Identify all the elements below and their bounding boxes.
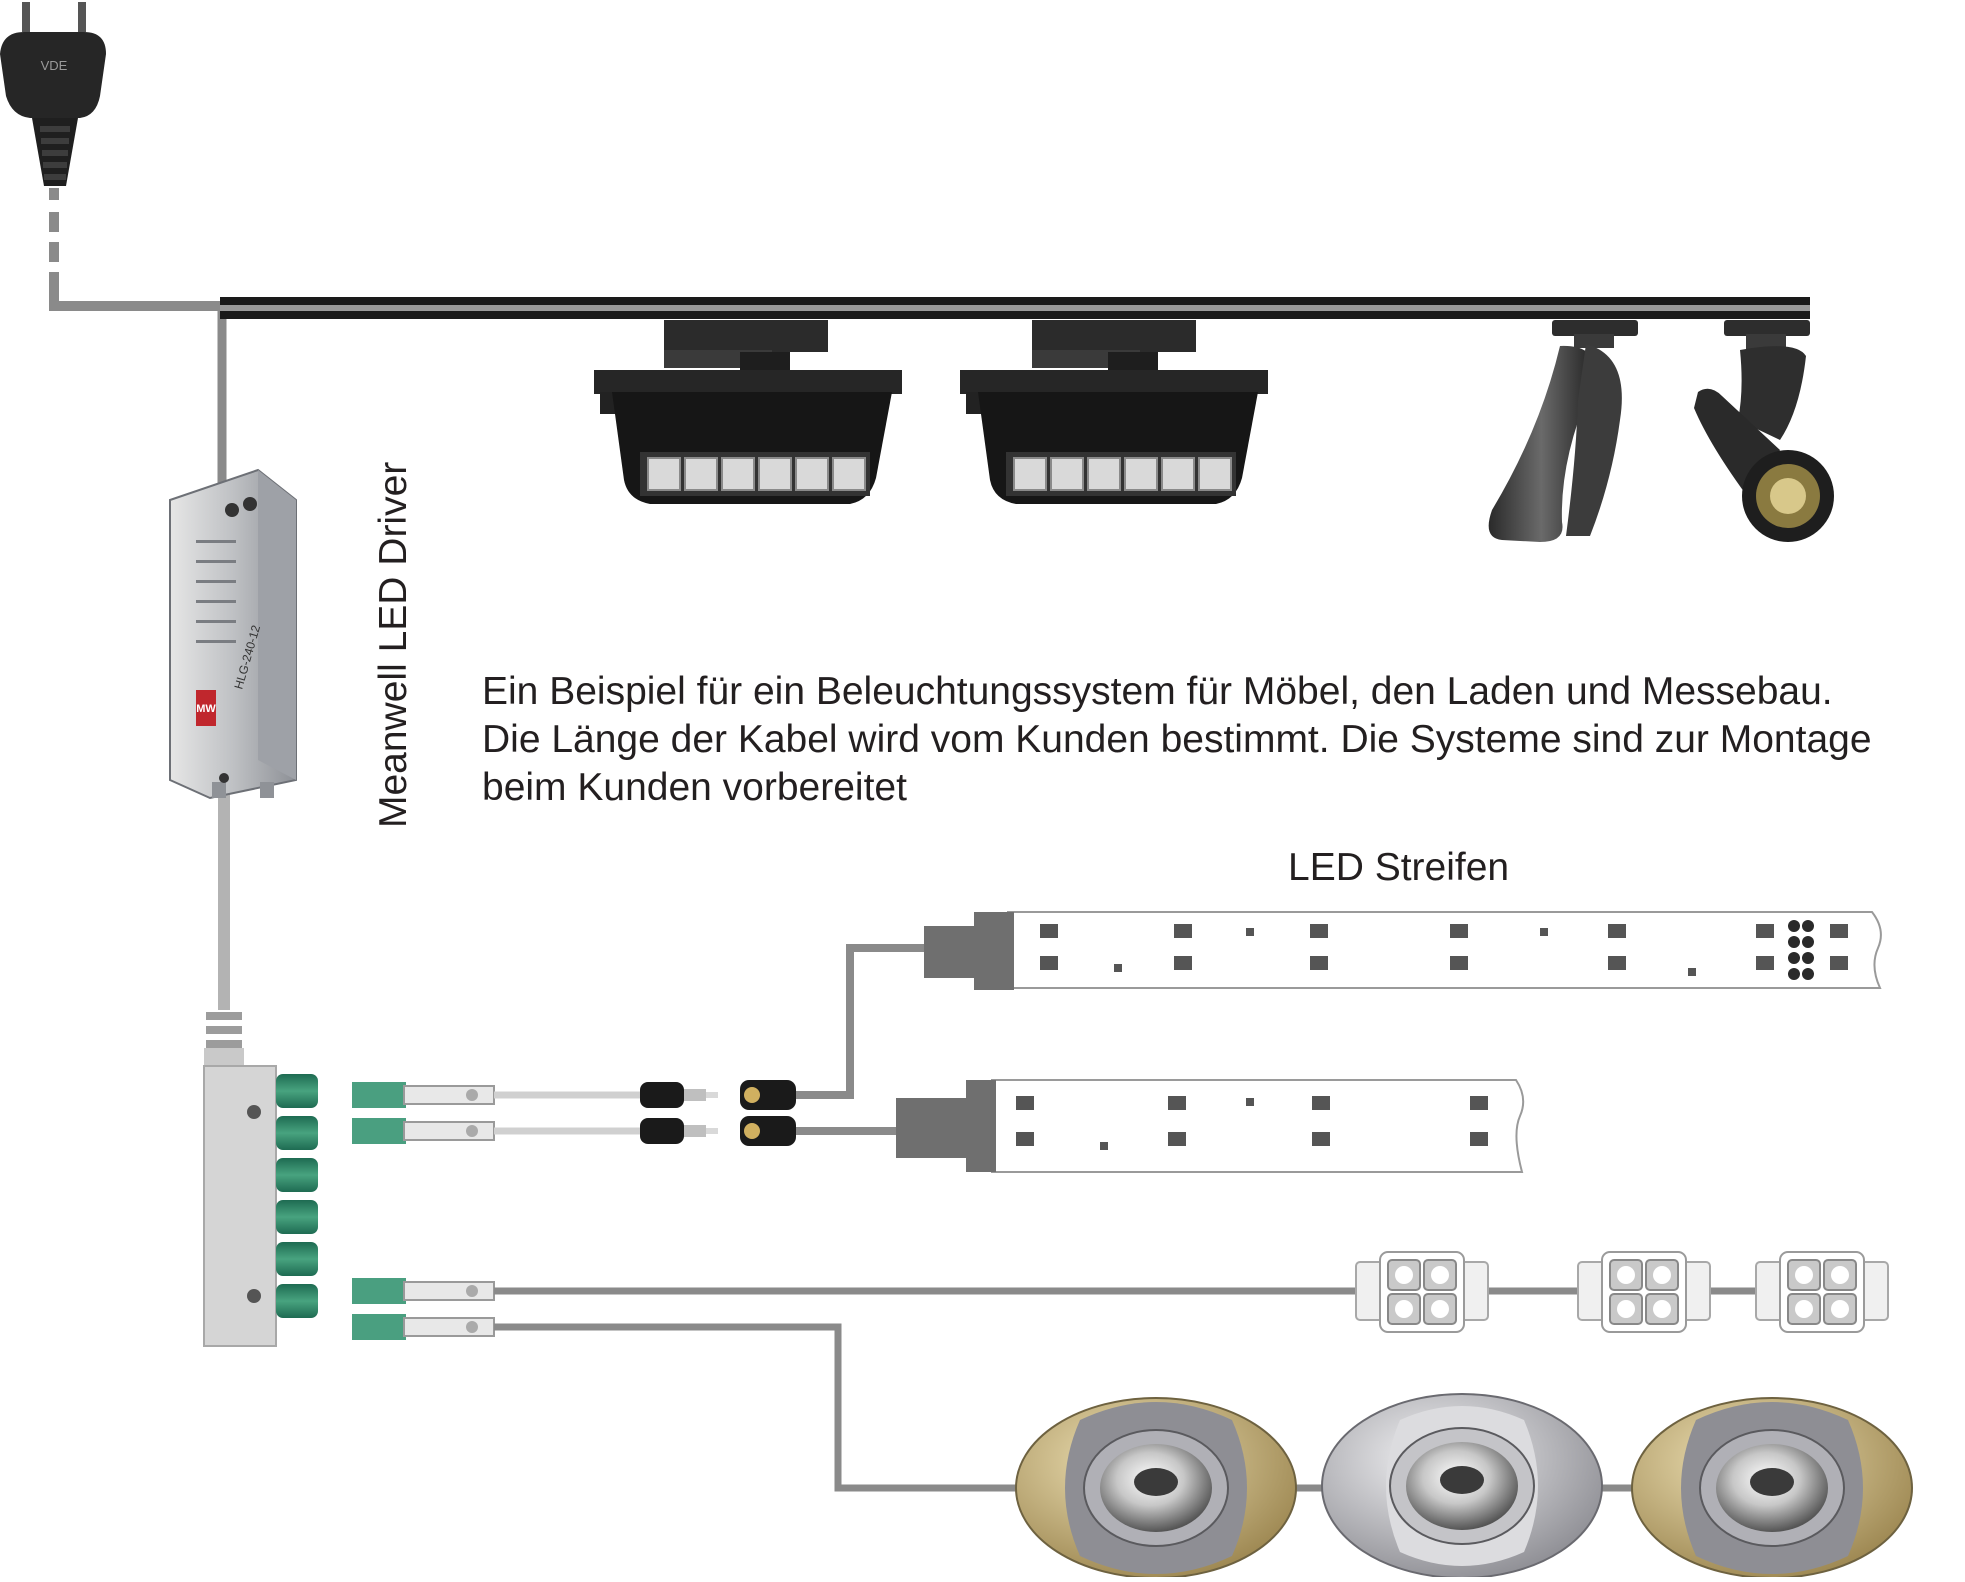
- cable-to-strip-1: [796, 944, 926, 1099]
- meanwell-logo: [196, 690, 216, 726]
- power-plug: VDE: [0, 2, 106, 186]
- led-strip-1: [924, 911, 1882, 990]
- connector-plug-4: [352, 1314, 495, 1340]
- led-module-2: [1577, 1251, 1711, 1333]
- led-strip-2: [896, 1079, 1525, 1173]
- track-rail: [220, 297, 1810, 319]
- connector-plug-3: [352, 1278, 495, 1304]
- plug-stamp: VDE: [41, 58, 68, 73]
- distributor-block: [203, 1012, 318, 1347]
- description-text: Ein Beispiel für ein Beleuchtungssystem …: [482, 668, 1872, 812]
- meanwell-led-driver: MW HLG-240-12: [169, 468, 297, 800]
- dc-jack-plug-2: [640, 1118, 718, 1144]
- led-module-1: [1355, 1251, 1489, 1333]
- dc-jack-socket-1: [740, 1080, 796, 1110]
- dc-jack-socket-2: [740, 1116, 796, 1146]
- mains-cable: [49, 188, 222, 311]
- track-spotlight-linear-2: [960, 320, 1268, 504]
- driver-brand: MW: [196, 703, 216, 715]
- connector-plug-2: [352, 1118, 495, 1144]
- description-line-2: Die Länge der Kabel wird vom Kunden best…: [482, 718, 1872, 761]
- description-line-3: beim Kunden vorbereitet: [482, 766, 907, 809]
- driver-label: Meanwell LED Driver: [372, 461, 415, 828]
- track-spotlight-pendant: [1488, 320, 1638, 542]
- led-strip-label: LED Streifen: [1288, 846, 1510, 889]
- downlight-gold-2: [1631, 1397, 1913, 1579]
- track-spotlight-linear-1: [594, 320, 902, 504]
- connector-plug-1: [352, 1082, 495, 1108]
- led-module-3: [1755, 1251, 1889, 1333]
- dc-jack-plug-1: [640, 1082, 718, 1108]
- cable-to-downlights: [494, 1323, 1636, 1492]
- downlight-gold-1: [1015, 1397, 1297, 1579]
- description-line-1: Ein Beispiel für ein Beleuchtungssystem …: [482, 670, 1833, 713]
- track-spotlight-cone: [1694, 320, 1834, 542]
- downlight-silver: [1321, 1393, 1603, 1579]
